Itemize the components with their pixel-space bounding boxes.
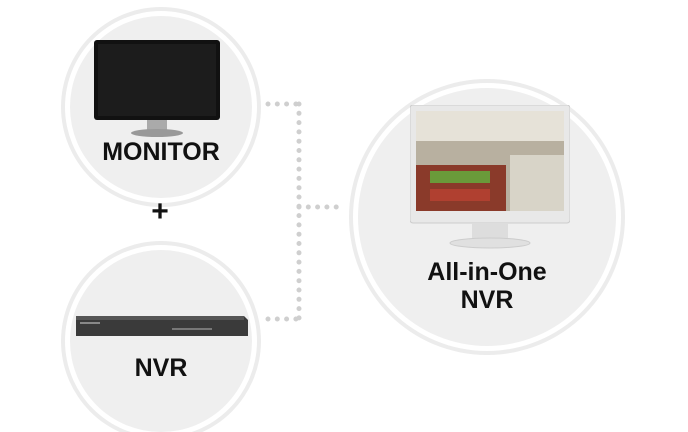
plus-sign: + [151, 195, 169, 228]
nvr-circle [70, 250, 252, 432]
monitor-icon [94, 40, 220, 137]
all-in-one-monitor-icon [410, 105, 570, 249]
nvr-label: NVR [134, 354, 188, 382]
nvr-device-icon [76, 316, 248, 336]
connector-dotted-lines [265, 101, 343, 322]
all-in-one-label-line1: All-in-One [427, 258, 547, 286]
monitor-label: MONITOR [102, 138, 220, 166]
all-in-one-label-line2: NVR [460, 286, 514, 314]
